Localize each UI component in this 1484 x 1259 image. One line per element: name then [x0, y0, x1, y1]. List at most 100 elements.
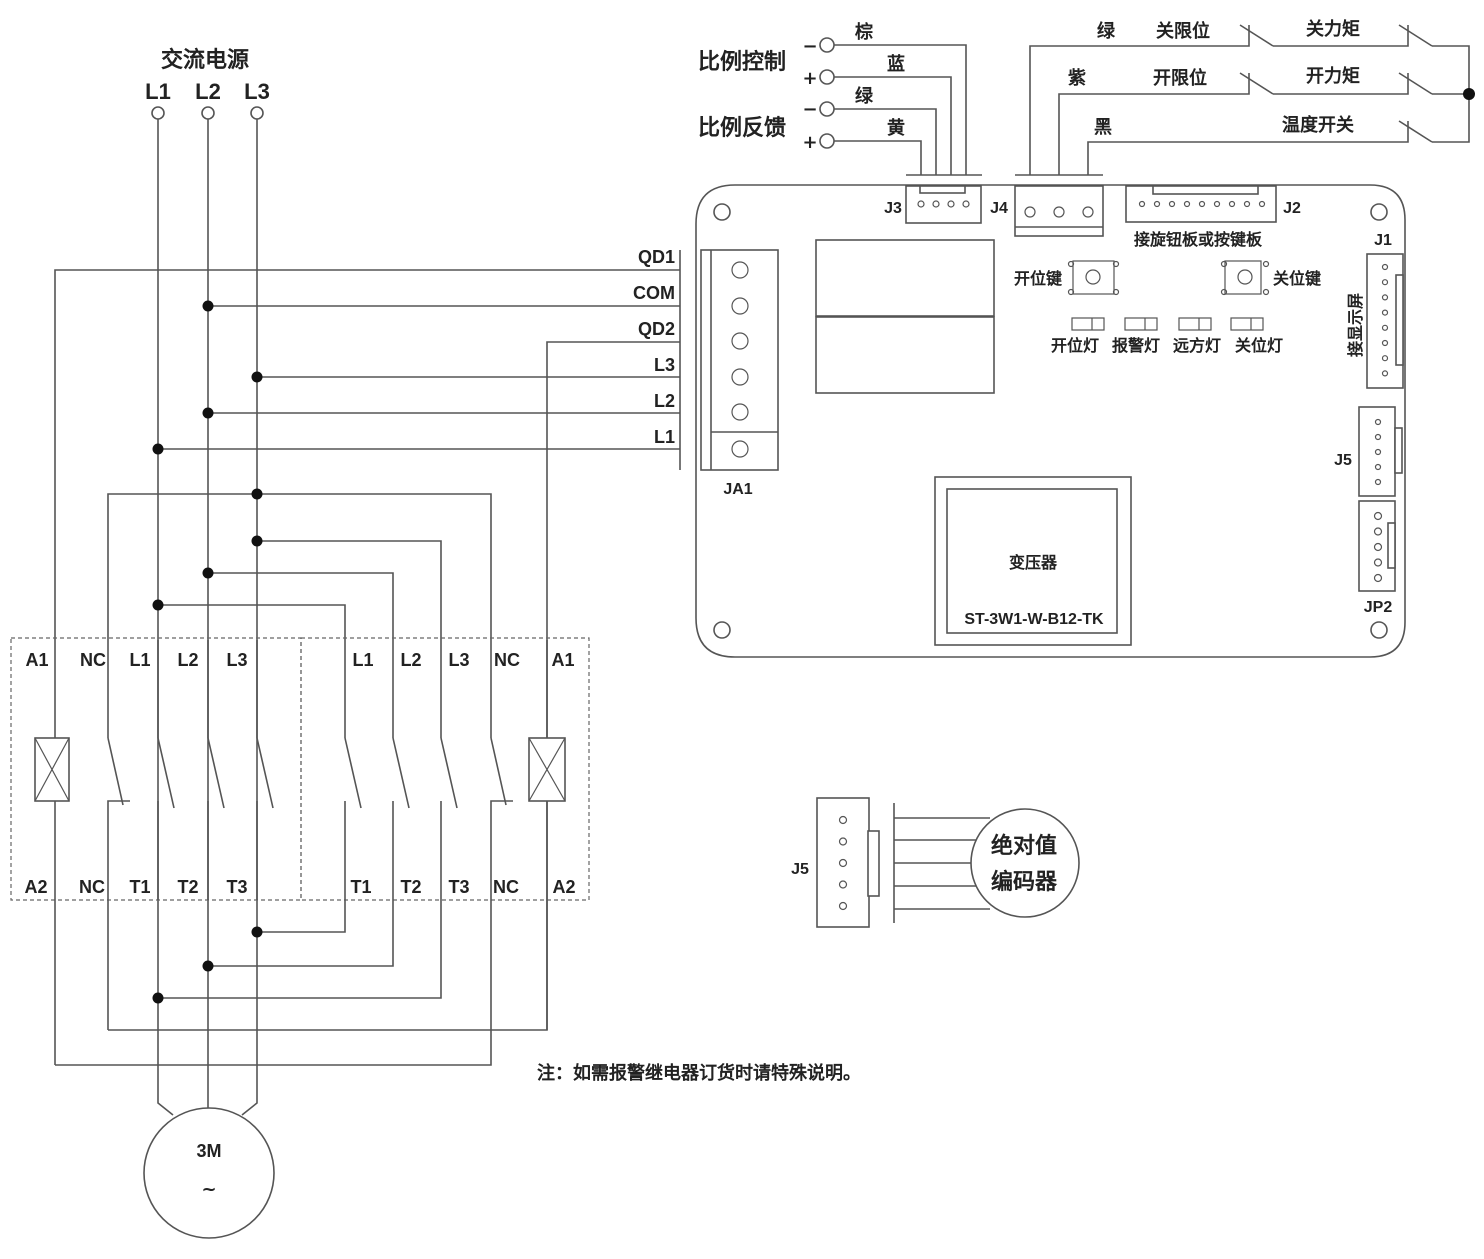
right-bottom-t1: T1: [350, 877, 371, 897]
encoder-line2: 编码器: [991, 869, 1058, 895]
ja1-label-l2: L2: [654, 391, 675, 411]
right-bottom-nc: NC: [493, 877, 519, 897]
open-torque-label: 开力矩: [1306, 65, 1360, 87]
close-key-label: 关位键: [1273, 269, 1321, 288]
led-alarm-label: 报警灯: [1112, 336, 1160, 355]
absolute-encoder-icon: [970, 808, 1080, 918]
left-bottom-a2: A2: [24, 877, 47, 897]
connector-ja1: JA1: [700, 249, 779, 498]
led-open-label: 开位灯: [1051, 336, 1099, 355]
contactor-right: L1 L2 L3 NC A1 T1 T2 T3 NC A2: [55, 637, 590, 1066]
control-board: J3 J4 J2 接旋钮板或按键板: [695, 184, 1406, 658]
connector-pin: [1198, 200, 1206, 208]
connector-pin: [838, 815, 848, 825]
phase-label-l2: L2: [195, 79, 221, 104]
ja1-label-qd1: QD1: [638, 247, 675, 267]
mount-hole-icon: [1370, 203, 1388, 221]
ordering-note: 注：如需报警继电器订货时请特殊说明。: [537, 1062, 861, 1084]
right-top-l1: L1: [352, 650, 373, 670]
left-top-nc: NC: [80, 650, 106, 670]
switch-wire-color-green: 绿: [1097, 20, 1116, 42]
wire-color-green: 绿: [855, 85, 874, 107]
connector-pin: [838, 901, 848, 911]
power-source: 交流电源 L1 L2 L3: [145, 47, 270, 120]
connector-pin: [1258, 200, 1266, 208]
j2-label: J2: [1283, 200, 1301, 217]
temperature-switch-label: 温度开关: [1282, 114, 1354, 136]
contactor-feeds-upper: [107, 488, 492, 640]
connector-jp2: JP2: [1358, 500, 1396, 616]
ja1-label: JA1: [723, 481, 752, 498]
wire-color-yellow: 黄: [887, 117, 905, 139]
connector-pin: [1138, 200, 1146, 208]
connector-pin: [1381, 370, 1389, 377]
transformer-label: 变压器: [1009, 553, 1058, 572]
close-key[interactable]: 关位键: [1220, 260, 1322, 296]
open-key-label: 开位键: [1014, 269, 1062, 288]
j5-board-label: J5: [1334, 452, 1352, 469]
connector-pin: [1213, 200, 1221, 208]
motor-ac-symbol: ~: [201, 1179, 216, 1200]
connector-pin: [1374, 418, 1382, 426]
connector-pin: [1381, 355, 1389, 362]
connector-pin: [1374, 463, 1382, 471]
open-key[interactable]: 开位键: [1014, 260, 1120, 296]
mount-hole-icon: [1370, 621, 1388, 639]
connector-pin: [1183, 200, 1191, 208]
encoder-connection: J5 绝对值 编码器: [791, 797, 1080, 928]
proportional-control-label: 比例控制: [698, 49, 786, 75]
board-outline: [695, 184, 1406, 658]
j2-description: 接旋钮板或按键板: [1134, 230, 1263, 249]
ja1-label-l1: L1: [654, 427, 675, 447]
connector-pin: [838, 880, 848, 889]
connector-pin: [1381, 339, 1389, 347]
left-bottom-nc: NC: [79, 877, 105, 897]
pc-plus-sign: +: [802, 68, 817, 89]
wire-color-brown: 棕: [855, 21, 873, 43]
connector-pin: [1381, 294, 1389, 301]
j1-description: 接显示屏: [1346, 293, 1365, 357]
pf-minus-terminal-icon: [819, 101, 835, 117]
connector-pin: [1373, 558, 1383, 567]
led-remote-label: 远方灯: [1173, 336, 1221, 355]
connector-j5-board: J5: [1334, 406, 1403, 497]
contactor-left: A1 NC L1 L2 L3 A2 NC T1 T2 T3: [10, 637, 302, 1065]
right-top-nc: NC: [494, 650, 520, 670]
right-bottom-a2: A2: [552, 877, 575, 897]
left-bottom-t2: T2: [177, 877, 198, 897]
mount-hole-icon: [713, 621, 731, 639]
power-source-title: 交流电源: [161, 47, 249, 73]
pf-minus-sign: −: [802, 99, 817, 120]
limit-switches: 绿 关限位 关力矩 紫 开限位 开力矩 黑 温度开关: [1015, 18, 1475, 176]
j4-label: J4: [990, 200, 1008, 217]
left-bottom-t3: T3: [226, 877, 247, 897]
proportional-signals: 比例控制 比例反馈 − + − + 棕 蓝 绿 黄: [698, 21, 982, 176]
connector-pin: [1373, 542, 1383, 552]
jp2-label: JP2: [1364, 599, 1393, 616]
connector-pin: [1381, 263, 1389, 271]
phase-buses: [157, 119, 258, 1098]
led-indicators: 开位灯 报警灯 远方灯 关位灯: [1051, 317, 1283, 355]
connector-pin: [838, 858, 848, 868]
left-top-l1: L1: [129, 650, 150, 670]
close-limit-label: 关限位: [1156, 20, 1210, 42]
connector-j5-encoder: [816, 797, 870, 928]
ja1-label-l3: L3: [654, 355, 675, 375]
right-bottom-t2: T2: [400, 877, 421, 897]
connector-j2: J2 接旋钮板或按键板: [1125, 185, 1301, 249]
left-bottom-t1: T1: [129, 877, 150, 897]
connector-pin: [1381, 309, 1389, 316]
close-torque-label: 关力矩: [1306, 18, 1360, 40]
left-top-a1: A1: [25, 650, 48, 670]
proportional-feedback-label: 比例反馈: [698, 115, 786, 141]
connector-pin: [1153, 200, 1161, 208]
pc-minus-sign: −: [802, 36, 817, 57]
right-top-l3: L3: [448, 650, 469, 670]
switch-wire-color-black: 黑: [1094, 117, 1112, 138]
relay-1: [815, 239, 995, 317]
terminal-l1-icon: [151, 106, 165, 120]
j3-label: J3: [884, 200, 902, 217]
left-top-l2: L2: [177, 650, 198, 670]
pf-plus-sign: +: [802, 132, 817, 153]
